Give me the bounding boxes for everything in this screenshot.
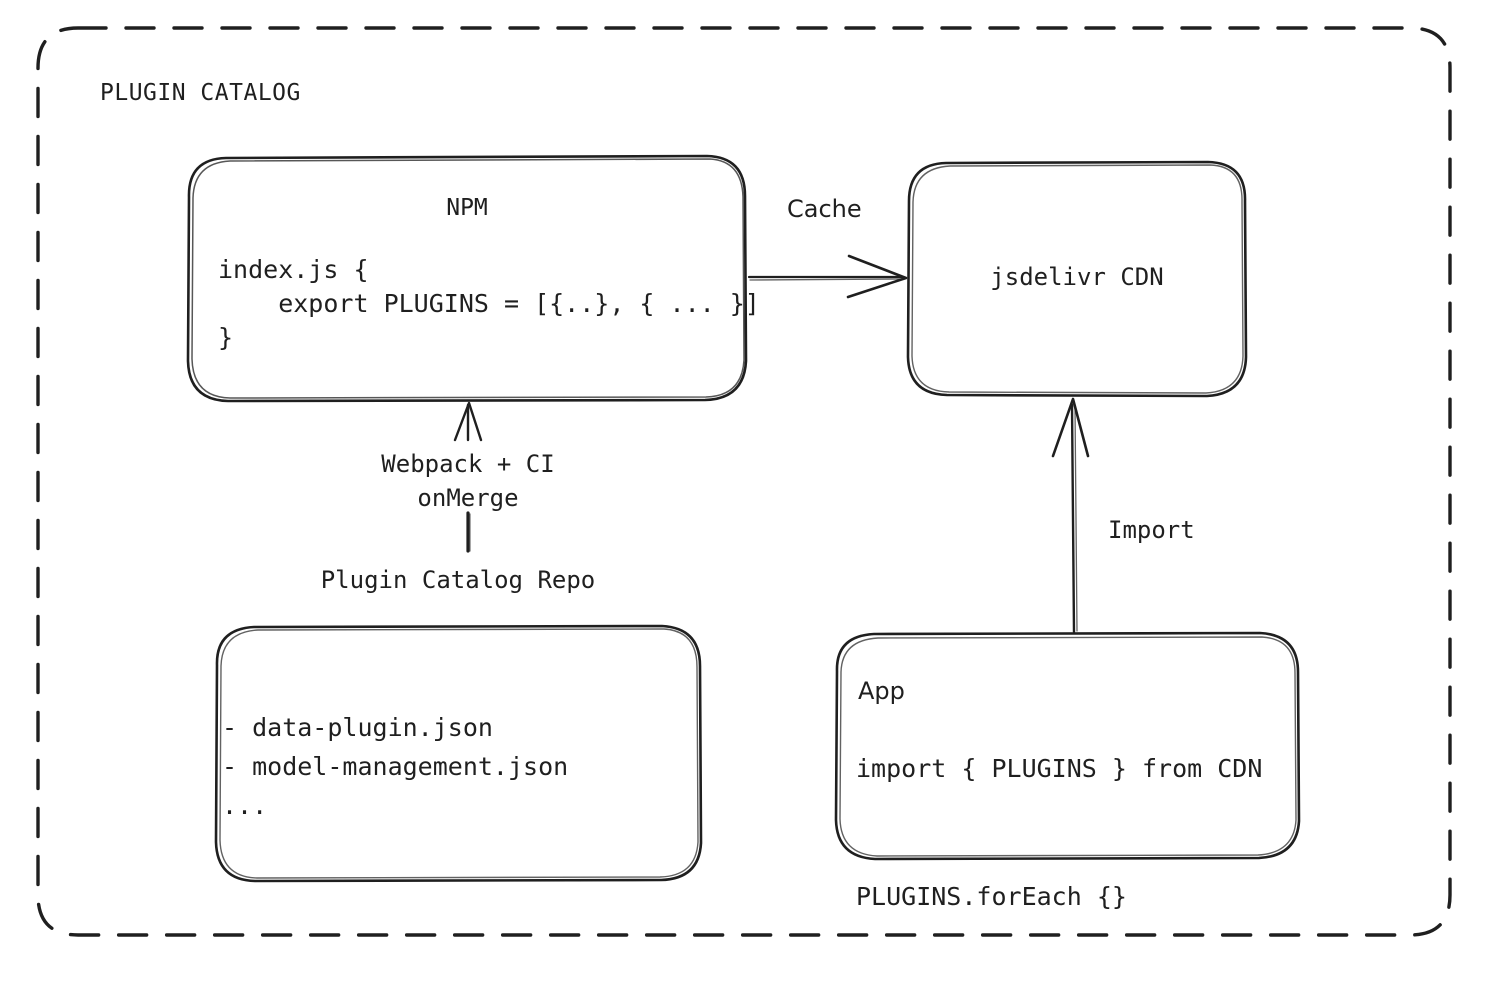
cdn-node-title: jsdelivr CDN [990, 263, 1164, 291]
repo-node-file-list: - data-plugin.json - model-management.js… [222, 713, 569, 820]
edge-cache-arrow [747, 254, 908, 299]
group-container-border [36, 26, 1452, 937]
app-node-shape [834, 631, 1301, 861]
edge-webpack-arrow [453, 401, 483, 553]
edge-label-import: Import [1108, 516, 1195, 544]
repo-node-shape [214, 624, 703, 883]
edge-label-webpack: Webpack + CI onMerge [381, 450, 555, 512]
npm-node-shape [186, 154, 748, 403]
group-title: PLUGIN CATALOG [100, 80, 301, 106]
repo-node-label: Plugin Catalog Repo [320, 566, 596, 594]
edge-label-cache: Cache [787, 195, 862, 223]
app-node-code: import { PLUGINS } from CDN PLUGINS.forE… [856, 754, 1263, 911]
app-node-title: App [858, 677, 905, 705]
npm-node-code: index.js { export PLUGINS = [{..}, { ...… [218, 255, 760, 352]
npm-node-title: NPM [446, 195, 488, 221]
edge-import-arrow [1051, 397, 1090, 634]
cdn-node-shape [906, 160, 1248, 398]
